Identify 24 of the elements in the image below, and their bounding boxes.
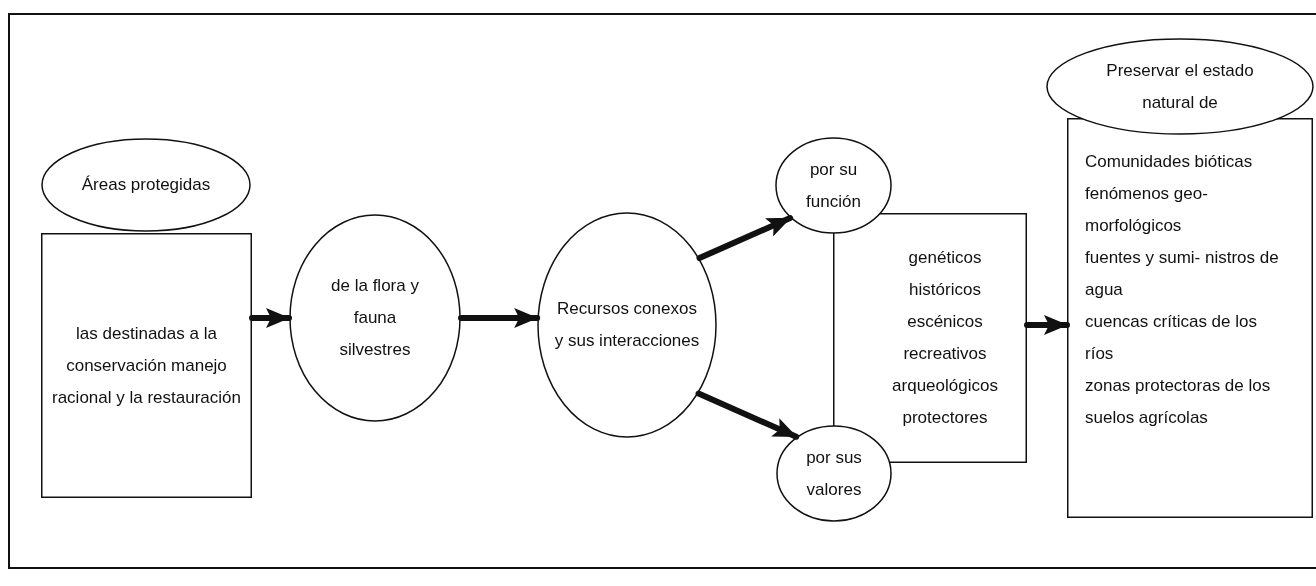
node-text: de la flora y fauna silvestres	[330, 275, 420, 361]
node-text: Áreas protegidas	[81, 174, 211, 196]
arrow	[1024, 315, 1070, 335]
process-box	[1067, 118, 1313, 518]
ellipse-node	[289, 214, 461, 422]
arrow	[696, 215, 794, 262]
node-text: Preservar el estado natural de	[1105, 59, 1255, 114]
node-text: las destinadas a la conservación manejo racional y la restauración	[51, 322, 242, 409]
node-text: zonas protectoras de los suelos agrícolas	[1085, 375, 1272, 429]
ellipse-node	[1046, 38, 1314, 135]
circle-node	[776, 425, 892, 522]
ellipse-node	[41, 138, 251, 232]
node-text: Recursos conexos y sus interacciones	[553, 298, 701, 352]
process-box	[41, 233, 252, 498]
node-text: Comunidades bióticas	[1085, 151, 1254, 173]
node-text: por sus valores	[805, 446, 863, 501]
node-text: genéticos históricos escénicos recreativos arqueológicos protectores	[891, 247, 999, 429]
bracket-box	[833, 213, 1027, 463]
circle-node	[775, 137, 892, 234]
arrow	[695, 390, 800, 440]
ellipse-node	[537, 212, 717, 438]
arrow	[249, 308, 292, 328]
arrow	[458, 308, 541, 328]
node-text: por su función	[805, 158, 862, 213]
